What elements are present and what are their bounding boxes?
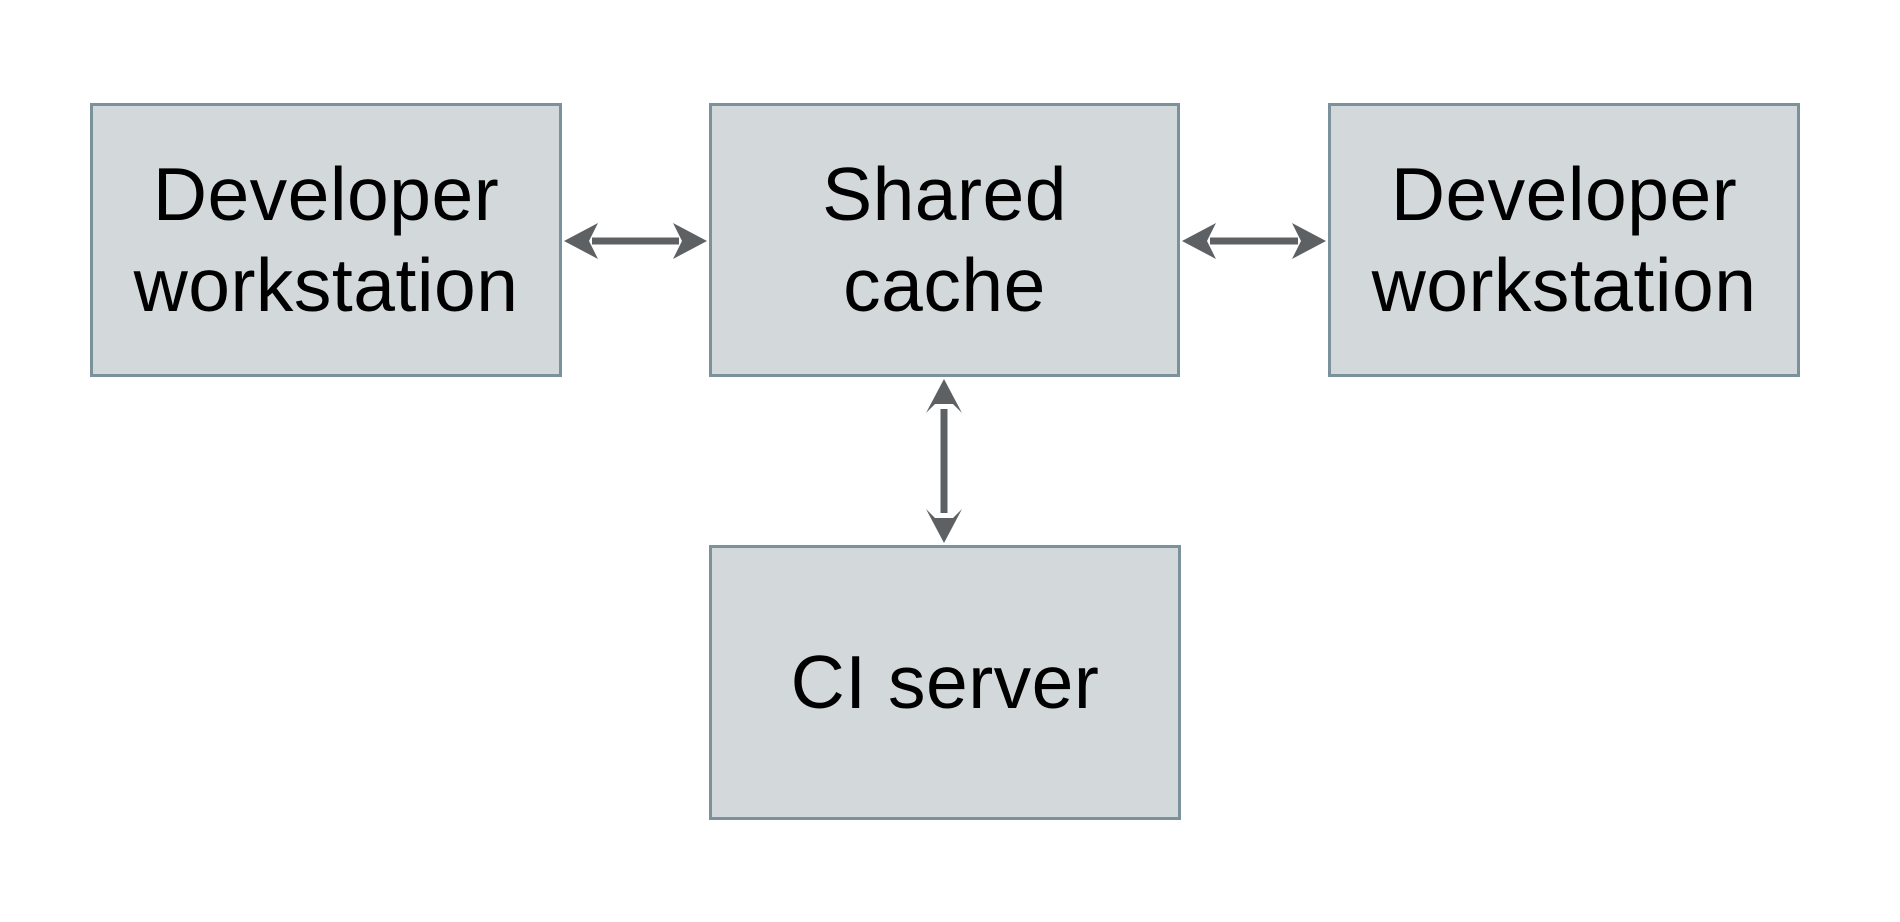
node-label-line: CI server [790, 640, 1100, 725]
node-developer-workstation-right: Developer workstation [1328, 103, 1800, 377]
node-label-line: workstation [1371, 243, 1757, 327]
node-label-line: Shared [822, 152, 1067, 237]
node-developer-workstation-left: Developer workstation [90, 103, 562, 377]
node-label-line: Developer [152, 152, 500, 237]
edge-left-workstation-shared-cache [562, 219, 709, 263]
edge-shared-cache-ci-server [922, 377, 966, 545]
bidirectional-horizontal-arrow-icon [564, 223, 707, 259]
bidirectional-vertical-arrow-icon [926, 379, 962, 543]
node-shared-cache: Shared cache [709, 103, 1180, 377]
edge-shared-cache-right-workstation [1180, 219, 1328, 263]
node-label-line: Developer [1390, 152, 1738, 237]
node-ci-server: CI server [709, 545, 1181, 820]
bidirectional-horizontal-arrow-icon [1182, 223, 1326, 259]
node-label-line: cache [843, 243, 1046, 327]
node-label-line: workstation [133, 243, 519, 327]
